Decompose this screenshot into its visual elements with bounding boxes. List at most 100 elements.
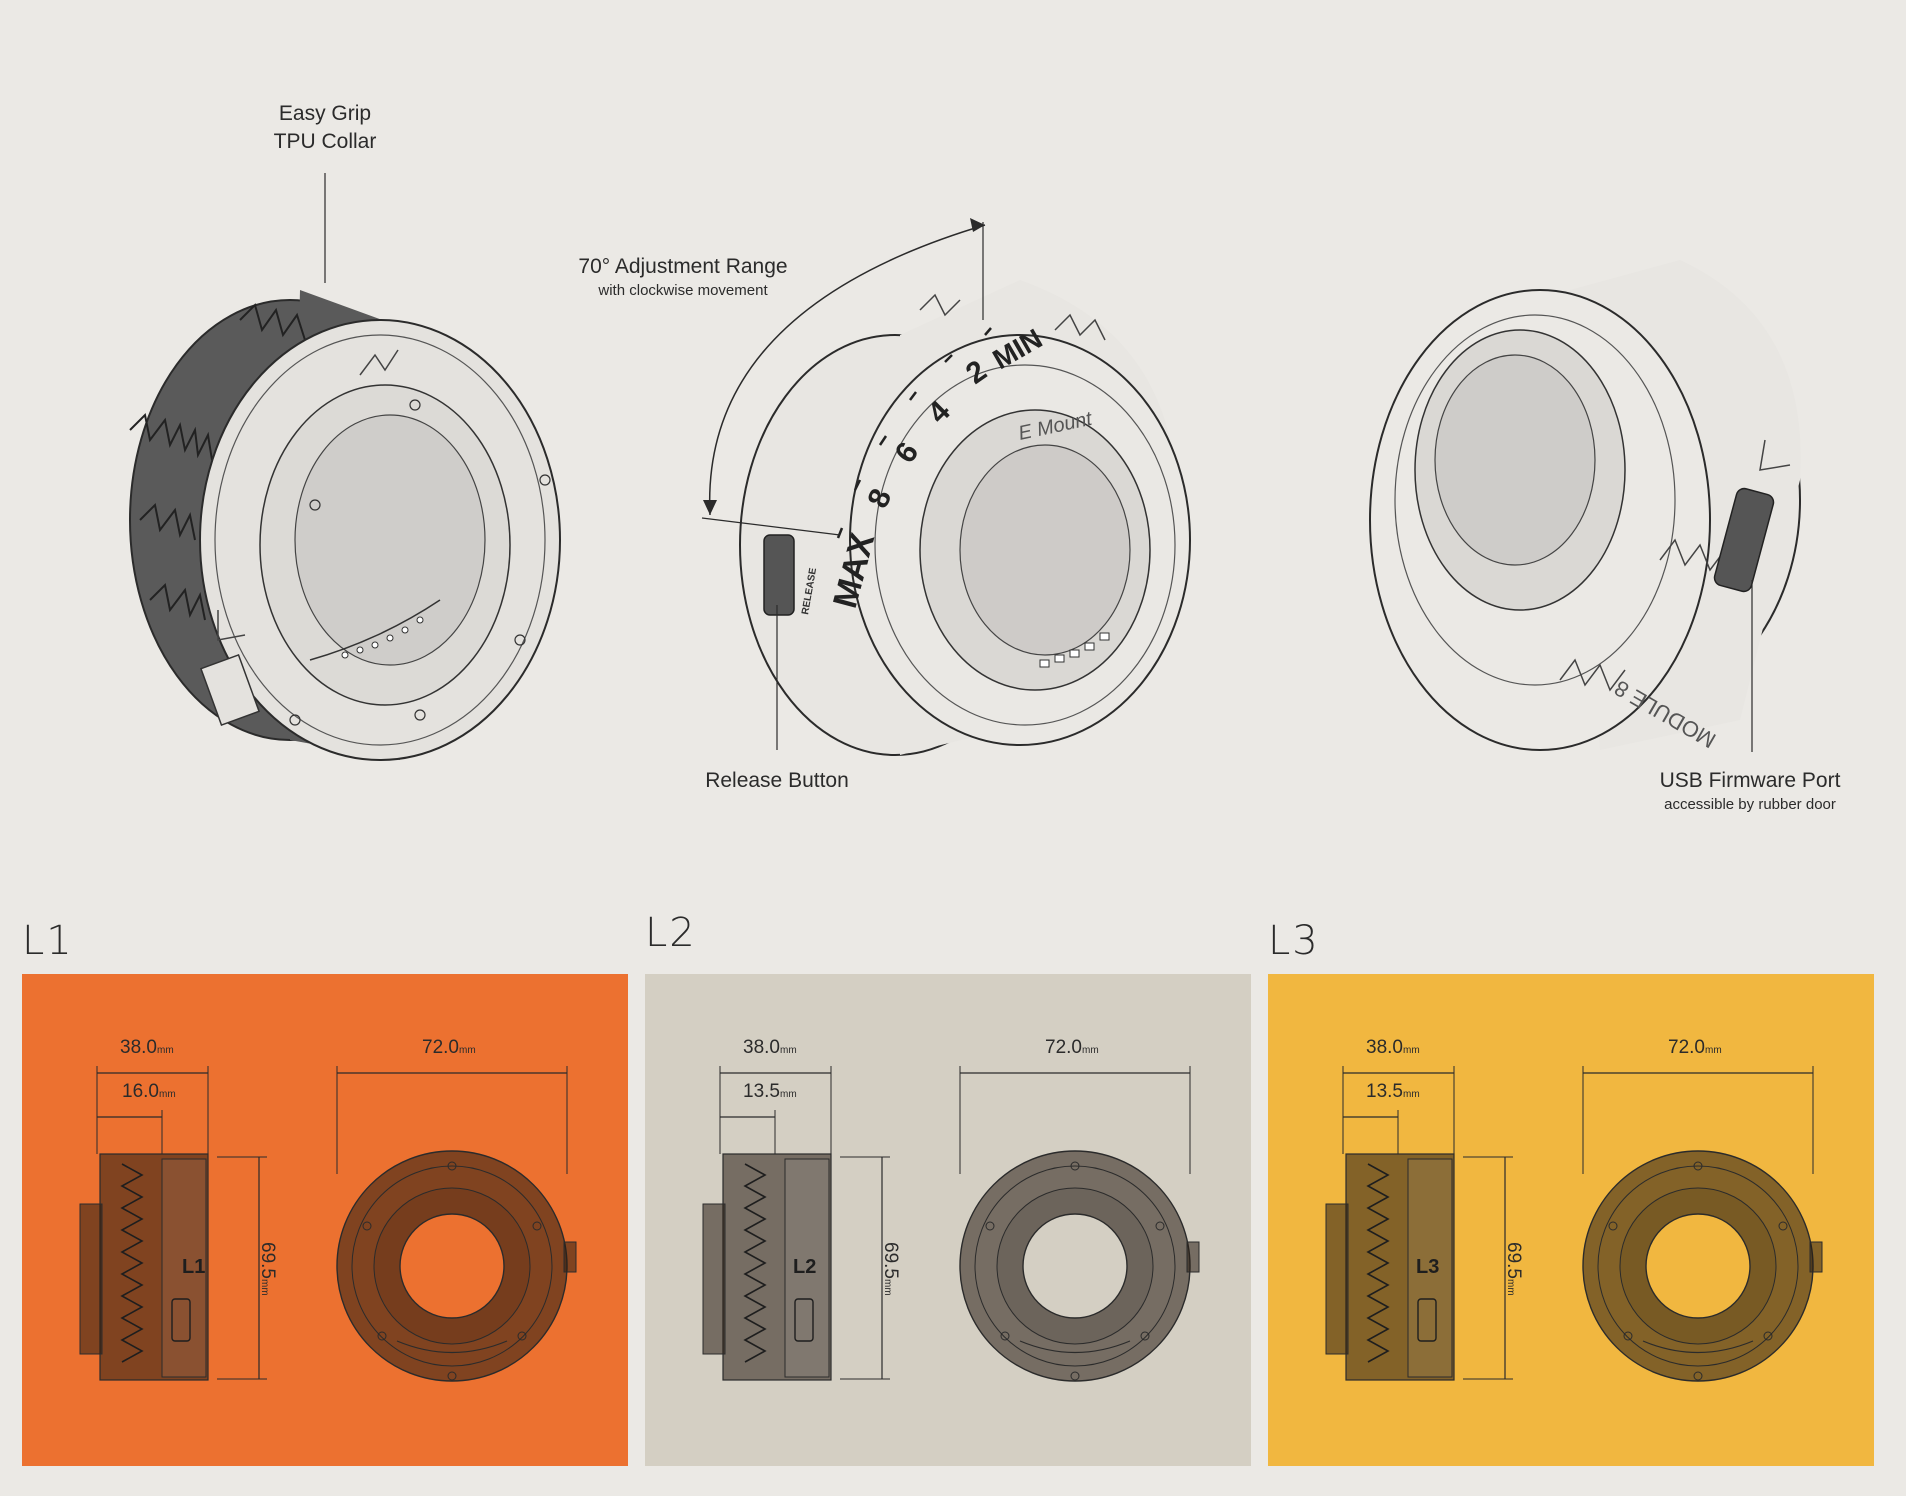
dim-width-inner-value-l2: 13.5 (743, 1081, 780, 1102)
dim-width-inner-l2: 13.5mm (743, 1081, 797, 1103)
front-view-screw (1693, 1161, 1703, 1171)
variant-panel-l2: 38.0mm 13.5mm 72.0mm 69.5mm L2 (645, 974, 1251, 1466)
dim-width-inner-value-l1: 16.0 (122, 1081, 159, 1102)
side-view-grip-zigzag (743, 1163, 767, 1363)
dim-diameter-l1: 72.0mm (422, 1037, 476, 1059)
usb-callout-main: USB Firmware Port (1659, 769, 1841, 792)
front-view-screw (532, 1221, 542, 1231)
grip-callout-line2: TPU Collar (273, 130, 377, 153)
front-view-screw (1140, 1331, 1150, 1341)
product-illustrations: MAX 8 6 4 2 MIN E Mount RELEASE (129, 173, 1801, 761)
front-view-mid-ring (974, 1165, 1176, 1367)
dim-width-overall-l1: 38.0mm (120, 1037, 174, 1059)
adapter-middle-illustration: MAX 8 6 4 2 MIN E Mount RELEASE (739, 280, 1191, 756)
dim-width-inner-l1: 16.0mm (122, 1081, 176, 1103)
usb-callout-sub: accessible by rubber door (1664, 796, 1836, 813)
dim-diameter-value-l1: 72.0 (422, 1037, 459, 1058)
front-view-screw (517, 1331, 527, 1341)
dim-width-overall-value-l1: 38.0 (120, 1037, 157, 1058)
side-view-grip-zigzag (1366, 1163, 1390, 1363)
dim-width-inner-value-l3: 13.5 (1366, 1081, 1403, 1102)
side-view-port (171, 1298, 191, 1342)
front-view-screw (1763, 1331, 1773, 1341)
dim-unit: mm (458, 1045, 476, 1056)
dim-width-overall-l2: 38.0mm (743, 1037, 797, 1059)
side-view-body (99, 1153, 209, 1381)
front-view-aperture (1645, 1213, 1751, 1319)
side-view-body (1345, 1153, 1455, 1381)
variant-panel-l3: 38.0mm 13.5mm 72.0mm 69.5mm L3 (1268, 974, 1874, 1466)
side-view-flange (79, 1203, 103, 1355)
dimension-drawing-l3 (1325, 1066, 1823, 1382)
front-view-contacts (1642, 1340, 1754, 1354)
front-view-screw (1155, 1221, 1165, 1231)
release-callout-main: Release Button (705, 769, 849, 792)
variant-label-l1: L1 (22, 918, 74, 964)
side-view-body (722, 1153, 832, 1381)
adapter-left-illustration (129, 290, 561, 761)
front-view-screw (1070, 1161, 1080, 1171)
dim-diameter-value-l3: 72.0 (1668, 1037, 1705, 1058)
front-view-aperture (399, 1213, 505, 1319)
dim-width-inner-l3: 13.5mm (1366, 1081, 1420, 1103)
variant-label-l2: L2 (645, 910, 697, 956)
dim-unit: mm (1505, 1278, 1516, 1296)
dim-height-value-l1: 69.5 (257, 1242, 278, 1279)
dim-width-overall-value-l2: 38.0 (743, 1037, 780, 1058)
dim-width-overall-value-l3: 38.0 (1366, 1037, 1403, 1058)
dim-height-value-l2: 69.5 (880, 1242, 901, 1279)
front-view-contacts (1019, 1340, 1131, 1354)
dim-diameter-l3: 72.0mm (1668, 1037, 1722, 1059)
side-label-l1: L1 (182, 1256, 206, 1278)
dim-unit: mm (779, 1045, 797, 1056)
dim-diameter-value-l2: 72.0 (1045, 1037, 1082, 1058)
dim-unit: mm (1402, 1089, 1420, 1100)
adjust-callout-main: 70° Adjustment Range (578, 255, 788, 278)
adjust-callout: 70° Adjustment Range with clockwise move… (553, 253, 813, 301)
variant-panel-l1: 38.0mm 16.0mm 72.0mm 69.5mm L1 (22, 974, 628, 1466)
dim-unit: mm (1081, 1045, 1099, 1056)
dim-height-l2: 69.5mm (879, 1242, 901, 1296)
front-view-usb-door (563, 1241, 577, 1273)
dimension-drawing-l1 (79, 1066, 577, 1382)
front-view-screw (1608, 1221, 1618, 1231)
front-view-screw (1000, 1331, 1010, 1341)
variant-label-l3: L3 (1268, 918, 1320, 964)
side-view-flange (1325, 1203, 1349, 1355)
dim-width-overall-l3: 38.0mm (1366, 1037, 1420, 1059)
dim-unit: mm (1402, 1045, 1420, 1056)
front-view-usb-door (1809, 1241, 1823, 1273)
adjust-callout-sub: with clockwise movement (598, 282, 768, 299)
dim-unit: mm (259, 1278, 270, 1296)
front-view-aperture (1022, 1213, 1128, 1319)
adapter-right-illustration: MODULE 8 (1369, 260, 1801, 753)
dim-unit: mm (1704, 1045, 1722, 1056)
dim-unit: mm (156, 1045, 174, 1056)
grip-callout: Easy Grip TPU Collar (245, 100, 405, 156)
side-label-l2: L2 (793, 1256, 817, 1278)
front-view-screw (362, 1221, 372, 1231)
dim-height-l1: 69.5mm (256, 1242, 278, 1296)
dim-diameter-l2: 72.0mm (1045, 1037, 1099, 1059)
side-view-port (794, 1298, 814, 1342)
dim-height-l3: 69.5mm (1502, 1242, 1524, 1296)
front-view-screw (447, 1161, 457, 1171)
front-view-screw (985, 1221, 995, 1231)
front-view-usb-door (1186, 1241, 1200, 1273)
front-view-screw (1070, 1371, 1080, 1381)
release-callout: Release Button (677, 767, 877, 795)
adjustment-range-arc (708, 224, 986, 516)
front-view-screw (1693, 1371, 1703, 1381)
front-view-screw (377, 1331, 387, 1341)
dimension-drawing-l2 (702, 1066, 1200, 1382)
side-view-grip-zigzag (120, 1163, 144, 1363)
dim-height-value-l3: 69.5 (1503, 1242, 1524, 1279)
side-view-port (1417, 1298, 1437, 1342)
front-view-mid-ring (351, 1165, 553, 1367)
usb-callout: USB Firmware Port accessible by rubber d… (1630, 767, 1870, 815)
front-view-screw (1778, 1221, 1788, 1231)
front-view-contacts (396, 1340, 508, 1354)
front-view-screw (1623, 1331, 1633, 1341)
side-label-l3: L3 (1416, 1256, 1440, 1278)
